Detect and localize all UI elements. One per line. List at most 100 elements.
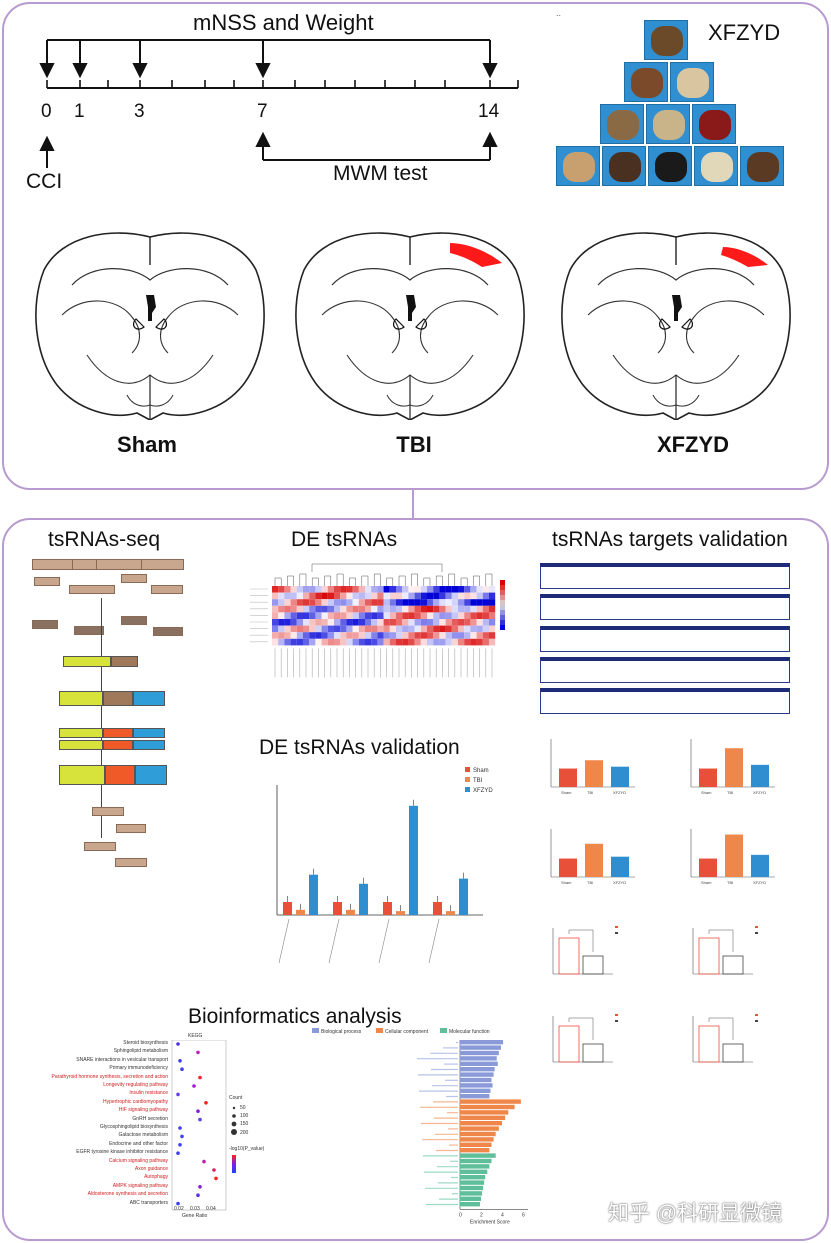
heatmap-cell (458, 592, 465, 600)
heatmap-cell (315, 619, 322, 626)
data-bar (725, 748, 743, 787)
panel-connector (412, 490, 414, 520)
heatmap-cell (451, 599, 458, 606)
read-bar (151, 585, 183, 594)
heatmap-cell (458, 638, 465, 646)
data-bar (460, 1072, 494, 1077)
heatmap-cell (476, 625, 483, 633)
x-tick-label: 6 (522, 1212, 525, 1218)
heatmap-cell (464, 619, 471, 626)
heatmap-cell (315, 586, 322, 593)
data-bar (611, 856, 629, 877)
heatmap-cell (278, 638, 285, 646)
heatmap-cell (290, 599, 297, 606)
heatmap-cell (476, 605, 483, 613)
heatmap-cell (402, 619, 409, 626)
data-bar (751, 854, 769, 877)
heatmap-cell (458, 619, 465, 626)
heatmap-cell (402, 605, 409, 613)
heatmap-cell (346, 592, 353, 600)
heatmap-cell (327, 599, 334, 606)
bio-title: Bioinformatics analysis (188, 1005, 402, 1028)
heatmap-cell (427, 612, 434, 619)
dendrogram-branch (299, 573, 307, 586)
heatmap-cell (433, 625, 440, 633)
heatmap-cell (414, 592, 421, 600)
data-bar (460, 1153, 496, 1158)
kegg-term: GnRH secretion (132, 1115, 168, 1122)
data-bar (460, 1050, 499, 1056)
heatmap-cell (408, 638, 415, 646)
x-tick-label (428, 918, 440, 964)
heatmap-cell (476, 599, 483, 606)
heatmap-cell (352, 599, 359, 606)
de-validation-title: DE tsRNAs validation (259, 736, 460, 759)
heatmap-cell (352, 619, 359, 626)
heatmap-cell (358, 605, 365, 613)
heatmap-cell (427, 625, 434, 633)
dendrogram-branch (448, 573, 456, 586)
kegg-dot (192, 1084, 196, 1088)
heatmap-cell (290, 612, 297, 619)
data-bar (460, 1131, 496, 1137)
x-tick-label: XFZYD (753, 790, 766, 795)
heatmap-cell (408, 632, 415, 639)
heatmap-cell (309, 599, 316, 606)
herb-image (600, 104, 644, 144)
kegg-dot (178, 1126, 182, 1130)
tick-1: 1 (74, 101, 85, 122)
heatmap-scale (500, 615, 505, 620)
data-bar (559, 858, 577, 877)
dendrogram-branch (373, 573, 381, 586)
kegg-dot (196, 1050, 200, 1055)
data-bar (460, 1067, 495, 1072)
heatmap-cell (451, 638, 458, 646)
heatmap-cell (389, 592, 396, 600)
heatmap-cell (427, 632, 434, 639)
read-bar (84, 842, 116, 851)
kegg-xlabel: Gene Ratio (182, 1213, 208, 1219)
heatmap-cell (278, 599, 285, 606)
kegg-dot (178, 1143, 182, 1147)
heatmap-cell (352, 638, 359, 646)
heatmap-cell (371, 625, 378, 633)
heatmap-scale (500, 595, 505, 600)
heatmap-cell (321, 586, 328, 593)
data-bar (409, 805, 418, 915)
data-bar (460, 1115, 506, 1120)
heatmap-cell (334, 612, 341, 619)
heatmap-cell (383, 625, 390, 633)
data-bar (460, 1094, 490, 1099)
heatmap-cell (296, 605, 303, 613)
legend-swatch (465, 777, 470, 782)
heatmap-cell (427, 599, 434, 606)
data-bar (751, 764, 769, 787)
legend-swatch (440, 1028, 447, 1033)
heatmap-cell (303, 625, 310, 633)
kegg-xtick: 0.03 (190, 1206, 200, 1212)
read-bar (32, 620, 58, 629)
heatmap-scale (500, 600, 505, 605)
alignment-row (540, 657, 790, 683)
data-bar (460, 1185, 484, 1191)
kegg-term: Primary immunodeficiency (109, 1065, 168, 1072)
heatmap-scale (500, 605, 505, 610)
heatmap-cell (489, 605, 496, 613)
data-bar (698, 1025, 720, 1063)
heatmap-cell (272, 586, 279, 593)
heatmap-cell (309, 619, 316, 626)
heatmap-cell (451, 625, 458, 633)
heatmap-cell (414, 619, 421, 626)
kegg-dot (198, 1075, 202, 1080)
heatmap-cell (445, 625, 452, 633)
heatmap-cell (396, 592, 403, 600)
legend-swatch (465, 787, 470, 792)
kegg-term: Hypertrophic cardiomyopathy (102, 1098, 168, 1105)
kegg-term: Galactose metabolism (118, 1132, 168, 1139)
heatmap-cell (340, 625, 347, 633)
heatmap-cell (420, 599, 427, 606)
heatmap-cell (414, 599, 421, 606)
count-legend: 50 (240, 1105, 246, 1111)
heatmap-cell (464, 638, 471, 646)
heatmap-cell (272, 599, 279, 606)
